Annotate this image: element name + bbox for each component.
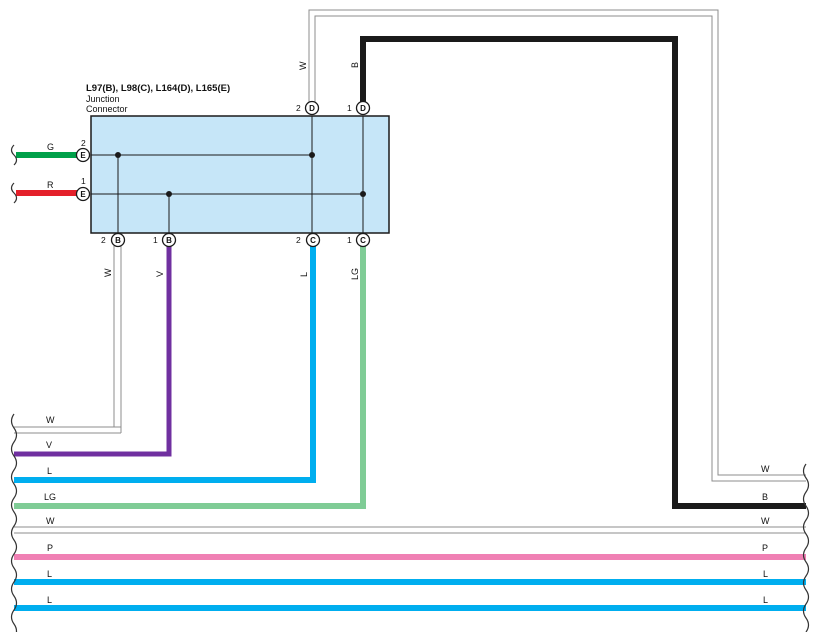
- wire-labels: G R W B W V L LG W V L LG W P L L W B W …: [44, 61, 770, 605]
- bus-wire-l-1: [14, 240, 316, 483]
- pin-numbers: 2 1 2 1 2 1 2 1: [81, 103, 352, 245]
- bus-right-label: W: [761, 516, 770, 526]
- connector-label: L97(B), L98(C), L164(D), L165(E) Junctio…: [86, 83, 230, 114]
- top-wire-w: [308, 9, 806, 482]
- svg-text:E: E: [80, 190, 86, 199]
- label-bot-l: L: [299, 272, 309, 277]
- pin-d-1: 1: [347, 103, 352, 113]
- terminal-b-1: B: [161, 232, 177, 248]
- svg-text:D: D: [309, 104, 315, 113]
- terminal-c-1: C: [355, 232, 371, 248]
- bus-left-label: P: [47, 543, 53, 553]
- bus-left-label: L: [47, 569, 52, 579]
- junction-connector: [90, 115, 390, 234]
- bus-wire-w-1: [14, 240, 122, 434]
- svg-text:D: D: [360, 104, 366, 113]
- label-left-g: G: [47, 142, 54, 152]
- connector-title: L97(B), L98(C), L164(D), L165(E): [86, 83, 230, 94]
- pin-d-2: 2: [296, 103, 301, 113]
- break-marks: [10, 144, 810, 632]
- terminal-c-2: C: [305, 232, 321, 248]
- terminal-d-1: D: [355, 100, 371, 116]
- pin-e-2: 2: [81, 138, 86, 148]
- svg-text:C: C: [360, 236, 366, 245]
- pin-e-1: 1: [81, 176, 86, 186]
- bus-left-label: W: [46, 415, 55, 425]
- terminal-d-2: D: [304, 100, 320, 116]
- connector-line-1: Junction: [86, 94, 120, 104]
- svg-text:B: B: [166, 236, 172, 245]
- bus-left-label: W: [46, 516, 55, 526]
- label-bot-v: V: [155, 271, 165, 277]
- pin-b-2: 2: [101, 235, 106, 245]
- pin-c-1: 1: [347, 235, 352, 245]
- terminal-e-2: E: [75, 147, 91, 163]
- label-bot-w: W: [103, 268, 113, 277]
- bus-right-label: L: [763, 569, 768, 579]
- top-wire-b: [360, 36, 806, 509]
- bus-wire-lg: [14, 240, 366, 509]
- bus-right-label: P: [762, 543, 768, 553]
- terminals: E E D D B B C C: [75, 100, 371, 248]
- connector-line-2: Connector: [86, 104, 128, 114]
- label-left-r: R: [47, 180, 54, 190]
- label-top-b: B: [350, 62, 360, 68]
- bus-wire-w-2: [14, 526, 806, 534]
- bus-left-label: LG: [44, 492, 56, 502]
- label-bot-lg: LG: [350, 268, 360, 280]
- terminal-b-2: B: [110, 232, 126, 248]
- svg-text:E: E: [80, 151, 86, 160]
- bus-left-label: V: [46, 440, 52, 450]
- bus-right-label: B: [762, 492, 768, 502]
- pin-c-2: 2: [296, 235, 301, 245]
- bus-left-label: L: [47, 466, 52, 476]
- terminal-e-1: E: [75, 186, 91, 202]
- bus-right-label: W: [761, 464, 770, 474]
- pin-b-1: 1: [153, 235, 158, 245]
- bus-right-label: L: [763, 595, 768, 605]
- bus-wires: [14, 9, 806, 611]
- label-top-w: W: [298, 61, 308, 70]
- bus-left-label: L: [47, 595, 52, 605]
- svg-text:C: C: [310, 236, 316, 245]
- bus-wire-v: [14, 240, 172, 457]
- svg-text:B: B: [115, 236, 121, 245]
